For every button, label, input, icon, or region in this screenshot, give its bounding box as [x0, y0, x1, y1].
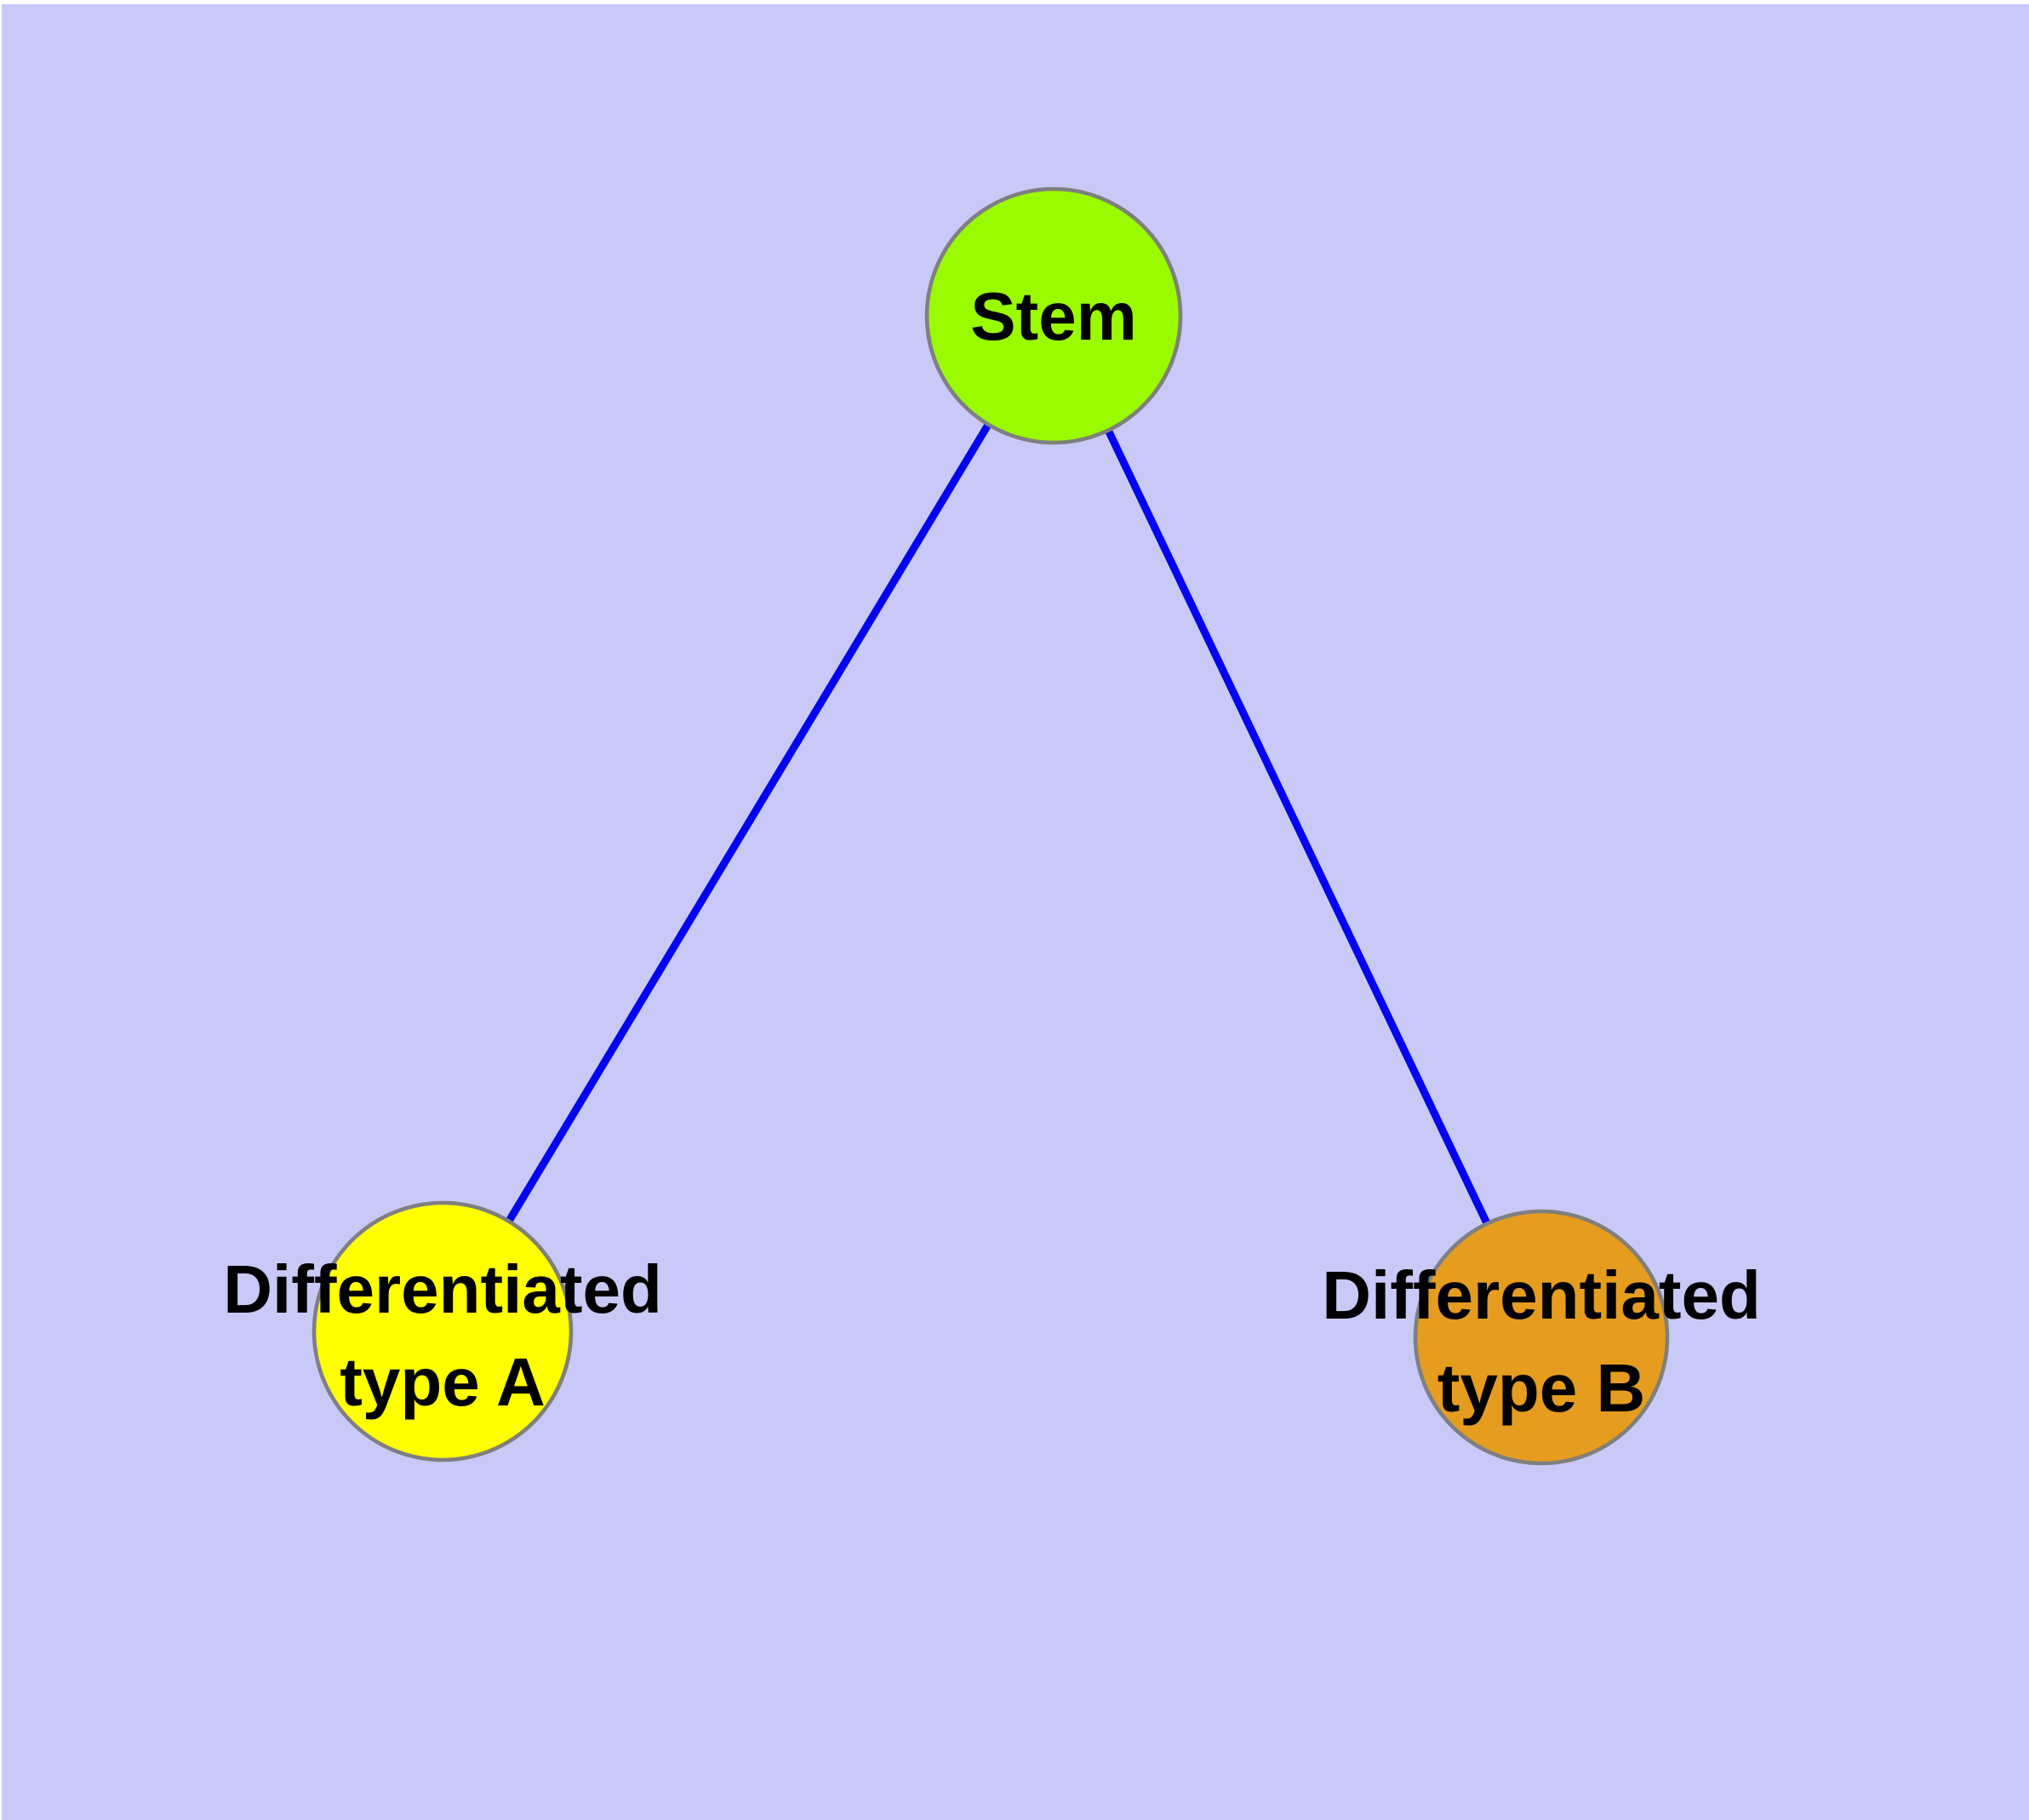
- node-differentiated-type-b-label-line1: Differentiated: [1322, 1257, 1761, 1333]
- node-differentiated-type-b: [1413, 1209, 1670, 1466]
- edge-stem-to-type-a: [439, 313, 1057, 1334]
- node-differentiated-type-b-label-line2: type B: [1437, 1350, 1646, 1426]
- edge-stem-to-type-b: [1049, 314, 1546, 1339]
- node-differentiated-type-a: [311, 1200, 574, 1462]
- node-stem-label: Stem: [970, 278, 1137, 354]
- node-stem: [924, 186, 1183, 445]
- node-differentiated-type-a-label-line2: type A: [340, 1344, 546, 1420]
- node-differentiated-type-a-label-line1: Differentiated: [223, 1251, 662, 1327]
